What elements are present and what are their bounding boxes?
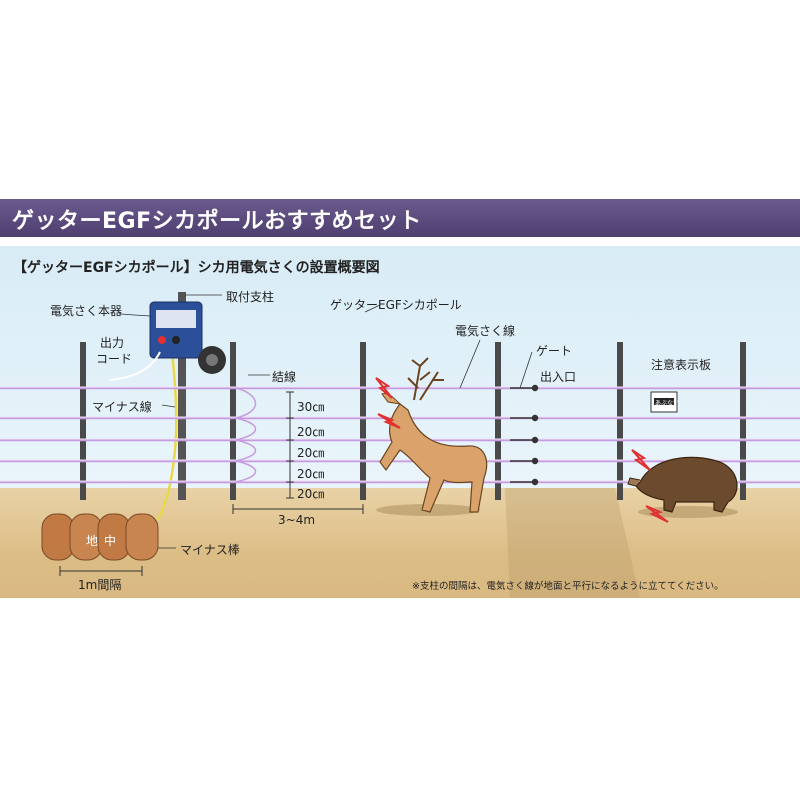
leader-lines	[119, 294, 533, 549]
minus-rod-label: マイナス棒	[180, 543, 240, 557]
underground-label-2: 中	[104, 534, 117, 548]
spacing-label-1: 30㎝	[297, 400, 325, 414]
warning-sign-label: 注意表示板	[651, 358, 712, 372]
minus-wire-line	[156, 351, 178, 521]
minus-wire-label: マイナス線	[92, 400, 152, 414]
spacing-label-5: 20㎝	[297, 487, 325, 501]
spacing-label-4: 20㎝	[297, 467, 325, 481]
banner-title: ゲッターEGFシカポールおすすめセット	[12, 209, 422, 234]
minus-rods	[41, 513, 159, 561]
rod-interval-label: 1m間隔	[78, 578, 122, 592]
entrance-label: 出入口	[540, 370, 577, 384]
pole-label: ゲッターEGFシカポール	[330, 298, 462, 312]
installation-note: ※支柱の間隔は、電気さく線が地面と平行になるように立ててください。	[412, 581, 724, 592]
gate-label: ゲート	[536, 344, 573, 358]
underground-label-1: 地	[86, 534, 99, 548]
tie-wire-label: 結線	[272, 370, 297, 384]
tie-wire-loops	[235, 387, 257, 483]
warning-sign-text: あぶない	[655, 400, 680, 407]
output-cord-label-2: コード	[96, 352, 133, 366]
gate-handles	[510, 384, 539, 486]
gate-path	[505, 488, 640, 598]
diagram-subtitle: 【ゲッターEGFシカポール】シカ用電気さくの設置概要図	[13, 260, 380, 276]
mount-post-label: 取付支柱	[226, 290, 275, 304]
output-cord	[109, 351, 161, 381]
fence-posts	[80, 342, 746, 500]
post-interval-dimension	[232, 504, 364, 514]
spacing-label-2: 20㎝	[297, 425, 325, 439]
energizer-label: 電気さく本器	[50, 304, 123, 318]
warning-sign	[650, 391, 678, 413]
rod-interval-dimension	[59, 566, 143, 576]
output-cord-label-1: 出力	[100, 336, 125, 350]
energizer-unit	[149, 301, 226, 374]
spacing-label-3: 20㎝	[297, 446, 325, 460]
fence-wire-label: 電気さく線	[455, 324, 516, 338]
title-banner: ゲッターEGFシカポールおすすめセット	[0, 199, 800, 237]
mount-post	[178, 292, 186, 500]
deer-illustration	[375, 357, 488, 516]
boar-illustration	[627, 449, 738, 523]
post-interval-label: 3~4m	[278, 513, 316, 527]
spacing-dimension	[286, 391, 294, 499]
